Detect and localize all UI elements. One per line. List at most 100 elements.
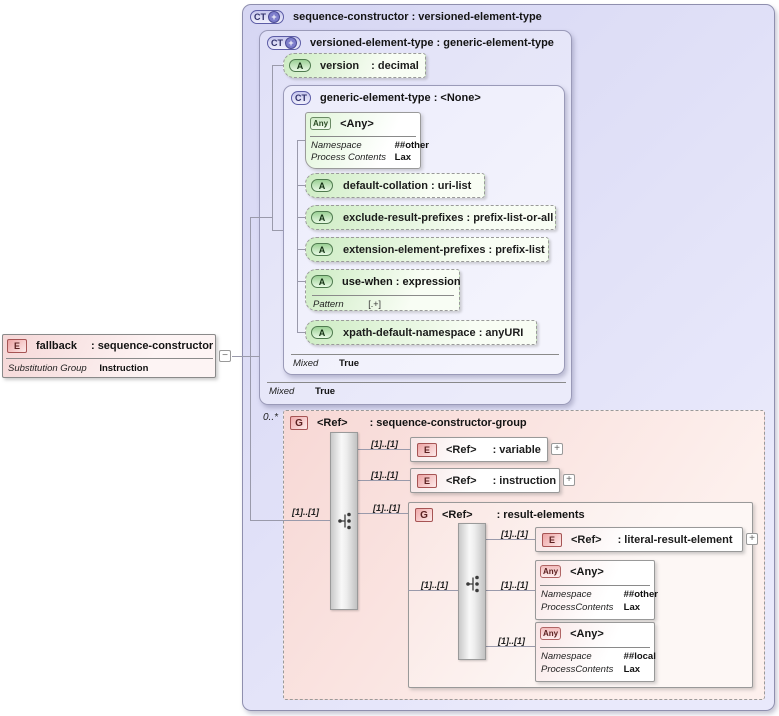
connector-line <box>358 480 410 481</box>
process-contents-row: ProcessContents Lax <box>541 602 640 613</box>
expand-handle[interactable]: + <box>746 533 758 545</box>
choice-icon <box>338 512 351 530</box>
group-header: G <Ref> : sequence-constructor-group <box>290 416 527 430</box>
element-box-literal-result-element[interactable]: E <Ref> : literal-result-element <box>535 527 743 552</box>
choice-icon <box>466 575 479 593</box>
any-title: <Any> <box>340 117 374 130</box>
process-contents-row: ProcessContents Lax <box>541 664 640 675</box>
choice-compositor-bar[interactable] <box>458 523 486 660</box>
ct-badge-label: CT <box>254 12 266 22</box>
mixed-value: True <box>314 386 336 397</box>
attribute-box-exclude-result-prefixes[interactable]: A exclude-result-prefixes : prefix-list-… <box>305 205 556 230</box>
process-contents-label: ProcessContents <box>541 602 614 613</box>
complextype-icon: CT <box>291 91 311 105</box>
attribute-box-xpath-default-namespace[interactable]: A xpath-default-namespace : anyURI <box>305 320 537 345</box>
element-box-instruction[interactable]: E <Ref> : instruction <box>410 468 560 493</box>
any-icon: Any <box>540 565 562 578</box>
occurrence-label: 0..* <box>262 412 278 423</box>
group-header: G <Ref> : result-elements <box>415 508 585 522</box>
connector-line <box>250 217 272 218</box>
cardinality-label: [1]..[1] <box>371 470 398 480</box>
complextype-header: CT + sequence-constructor : versioned-el… <box>250 10 542 24</box>
element-header: E fallback : sequence-constructor <box>7 339 213 353</box>
property-divider <box>6 358 213 359</box>
namespace-row: Namespace ##other <box>311 140 429 151</box>
mixed-divider <box>267 382 566 383</box>
collapse-handle[interactable]: − <box>219 350 231 362</box>
attribute-box-version[interactable]: A version : decimal <box>283 53 426 78</box>
attribute-label: default-collation : uri-list <box>343 179 472 192</box>
any-title: <Any> <box>570 627 604 640</box>
complextype-title: generic-element-type : <None> <box>320 92 481 104</box>
property-divider <box>540 647 650 648</box>
connector-line <box>297 140 298 332</box>
derived-plus-icon: + <box>285 37 297 49</box>
attribute-icon: A <box>311 275 333 288</box>
expand-handle[interactable]: + <box>551 443 563 455</box>
pattern-value: [.+] <box>368 299 382 309</box>
connector-line <box>272 65 273 230</box>
connector-line <box>250 217 251 520</box>
element-type: : variable <box>492 443 541 456</box>
attribute-icon: A <box>311 326 333 339</box>
attribute-box-default-collation[interactable]: A default-collation : uri-list <box>305 173 485 198</box>
pattern-row: Pattern [.+] <box>313 299 381 310</box>
cardinality-label: [1]..[1] <box>371 439 398 449</box>
mixed-divider <box>291 354 559 355</box>
connector-line <box>486 590 535 591</box>
any-icon: Any <box>540 627 562 640</box>
mixed-label: Mixed <box>269 386 295 397</box>
any-wildcard-box-local[interactable]: Any <Any> Namespace ##local ProcessConte… <box>535 622 656 682</box>
ct-badge-label: CT <box>295 93 307 103</box>
choice-compositor-bar[interactable] <box>330 432 358 610</box>
complextype-icon: CT + <box>250 10 284 24</box>
element-box-variable[interactable]: E <Ref> : variable <box>410 437 548 462</box>
mixed-row: Mixed True <box>293 358 359 369</box>
namespace-label: Namespace <box>311 140 362 151</box>
connector-line <box>272 65 283 66</box>
process-contents-label: Process Contents <box>311 152 386 163</box>
namespace-label: Namespace <box>541 651 592 662</box>
connector-line <box>486 646 535 647</box>
substitution-group-row: Substitution Group Instruction <box>8 363 148 374</box>
attribute-box-extension-element-prefixes[interactable]: A extension-element-prefixes : prefix-li… <box>305 237 549 262</box>
substitution-group-value: Instruction <box>99 363 149 374</box>
element-box-fallback[interactable]: E fallback : sequence-constructor Substi… <box>2 334 216 378</box>
process-contents-value: Lax <box>623 664 641 675</box>
namespace-row: Namespace ##local <box>541 651 656 662</box>
attribute-header: A use-when : expression <box>311 275 461 288</box>
element-icon: E <box>417 473 437 488</box>
any-header: Any <Any> <box>310 117 374 130</box>
any-wildcard-box-other[interactable]: Any <Any> Namespace ##other ProcessConte… <box>535 560 658 620</box>
connector-line <box>297 332 305 333</box>
any-title: <Any> <box>570 565 604 578</box>
mixed-row: Mixed True <box>269 386 335 397</box>
group-type: : result-elements <box>496 509 585 521</box>
connector-line <box>250 520 330 521</box>
element-ref: <Ref> <box>571 533 602 546</box>
any-wildcard-box[interactable]: Any <Any> Namespace ##other Process Cont… <box>305 112 429 169</box>
namespace-value: ##other <box>623 589 658 600</box>
element-ref: <Ref> <box>446 474 477 487</box>
connector-line <box>297 185 305 186</box>
attribute-name: version <box>320 59 360 72</box>
expand-handle[interactable]: + <box>563 474 575 486</box>
group-icon: G <box>415 508 433 522</box>
connector-line <box>297 140 305 141</box>
complextype-title: sequence-constructor : versioned-element… <box>293 11 542 23</box>
connector-line <box>297 217 305 218</box>
namespace-label: Namespace <box>541 589 592 600</box>
attribute-icon: A <box>289 59 311 72</box>
complextype-header: CT generic-element-type : <None> <box>291 91 481 105</box>
attribute-box-use-when[interactable]: A use-when : expression Pattern [.+] <box>305 269 461 311</box>
process-contents-row: Process Contents Lax <box>311 152 411 163</box>
connector-line <box>272 230 283 231</box>
group-ref: <Ref> <box>442 509 473 521</box>
process-contents-value: Lax <box>394 152 412 163</box>
group-icon: G <box>290 416 308 430</box>
attribute-icon: A <box>311 179 333 192</box>
cardinality-label: [1]..[1] <box>501 529 528 539</box>
group-ref: <Ref> <box>317 417 348 429</box>
cardinality-label: [1]..[1] <box>292 507 319 517</box>
